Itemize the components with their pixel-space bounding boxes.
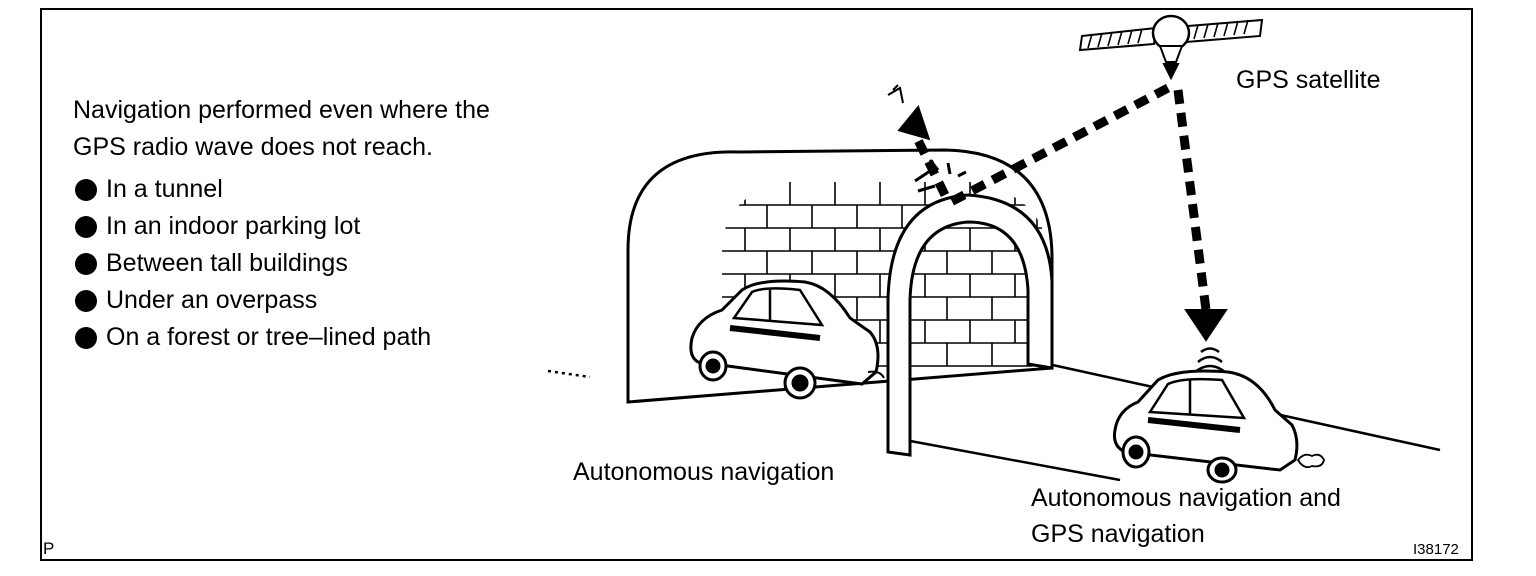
condition-list: In a tunnel In an indoor parking lot Bet…	[75, 171, 431, 356]
figure-id: I38172	[1413, 541, 1459, 558]
signal-to-tunnel	[942, 84, 1171, 209]
intro-line-1: Navigation performed even where the	[73, 96, 490, 124]
list-item: In an indoor parking lot	[75, 208, 431, 245]
list-item: Between tall buildings	[75, 245, 431, 282]
bullet-icon	[75, 326, 97, 349]
autonomous-label: Autonomous navigation	[573, 458, 835, 486]
list-item: In a tunnel	[75, 171, 431, 208]
list-item: Under an overpass	[75, 282, 431, 319]
satellite-label: GPS satellite	[1236, 66, 1381, 94]
diagram-frame	[40, 8, 1473, 561]
bullet-icon	[75, 215, 97, 238]
list-item: On a forest or tree–lined path	[75, 319, 431, 356]
corner-code: P	[43, 539, 55, 558]
bullet-icon	[75, 178, 97, 201]
intro-line-2: GPS radio wave does not reach.	[73, 133, 433, 161]
signal-down-arrowhead	[1184, 309, 1228, 342]
combined-label-line-1: Autonomous navigation and	[1031, 484, 1341, 512]
blocked-signal-burst	[887, 84, 967, 197]
combined-label-line-2: GPS navigation	[1031, 520, 1205, 548]
gps-satellite-icon	[1078, 14, 1264, 81]
car-in-tunnel	[689, 279, 885, 400]
bullet-icon	[75, 252, 97, 275]
gps-signal-paths	[942, 84, 1211, 311]
bullet-icon	[75, 289, 97, 312]
signal-to-car	[1173, 89, 1211, 311]
car-outside	[1113, 347, 1325, 484]
